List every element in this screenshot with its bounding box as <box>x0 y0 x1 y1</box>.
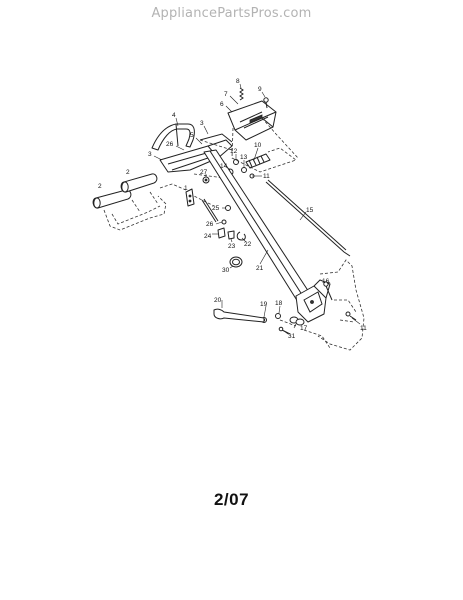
callout-23: 23 <box>228 243 236 250</box>
callout-22: 22 <box>244 241 252 248</box>
bolt-26 <box>201 198 219 223</box>
callout-31: 31 <box>288 333 296 340</box>
callout-6: 6 <box>220 101 224 108</box>
bracket-left <box>185 188 195 207</box>
callout-18: 18 <box>275 300 283 307</box>
bolt-16 <box>323 281 333 301</box>
clip-24 <box>217 227 226 239</box>
screw-31 <box>278 326 291 335</box>
shield-cover <box>227 100 277 141</box>
fastener-11b <box>345 311 357 321</box>
ring-30 <box>229 256 243 268</box>
spring-clip-22 <box>236 231 246 241</box>
callout-12: 12 <box>230 148 238 155</box>
frame-outline-dashed <box>279 259 365 351</box>
control-rod <box>265 179 351 257</box>
alignment-lines-upper <box>189 117 299 207</box>
callout-16: 16 <box>322 278 330 285</box>
spring-part <box>239 87 244 101</box>
callout-8: 8 <box>236 78 240 85</box>
callout-19: 19 <box>260 301 268 308</box>
hand-grip-left <box>92 189 132 209</box>
handlebar <box>151 123 195 151</box>
callout-14: 14 <box>220 163 228 170</box>
hand-grip-right <box>120 173 158 193</box>
fastener-26b <box>221 219 227 225</box>
callout-21: 21 <box>256 265 264 272</box>
screw-part <box>263 97 269 109</box>
washer-17 <box>289 316 305 326</box>
callout-27: 27 <box>200 169 208 176</box>
fastener-27 <box>202 176 210 184</box>
callout-labels: 8 9 7 6 4 3 5 26 3 10 12 13 14 11 27 2 2… <box>98 78 367 340</box>
callout-3-left: 3 <box>148 151 152 158</box>
callout-9: 9 <box>258 86 262 93</box>
callout-24: 24 <box>204 233 212 240</box>
callout-4: 4 <box>172 112 176 119</box>
callout-30: 30 <box>222 267 230 274</box>
watermark: AppliancePartsPros.com <box>151 6 312 21</box>
callout-11-lower: 11 <box>360 325 367 332</box>
callout-17: 17 <box>300 325 308 332</box>
callout-15: 15 <box>306 207 314 214</box>
leader-lines <box>153 83 361 335</box>
callout-5: 5 <box>190 132 194 139</box>
callout-26-lower: 26 <box>206 221 214 228</box>
callout-25: 25 <box>212 205 220 212</box>
date-code: 2/07 <box>213 490 250 509</box>
callout-2-right: 2 <box>126 169 130 176</box>
callout-2-left: 2 <box>98 183 102 190</box>
callout-10: 10 <box>254 142 262 149</box>
callout-3: 3 <box>200 120 204 127</box>
nut-18 <box>275 313 281 319</box>
fastener-25 <box>225 205 231 211</box>
callout-1: 1 <box>184 185 188 192</box>
callout-11: 11 <box>263 173 270 180</box>
clip-23 <box>227 230 235 240</box>
callout-20: 20 <box>214 297 222 304</box>
handlebar-outline-dashed <box>103 183 187 231</box>
control-lever <box>245 153 271 169</box>
shift-rod <box>213 308 265 323</box>
callout-7: 7 <box>224 91 228 98</box>
callout-26: 26 <box>166 141 174 148</box>
callout-13: 13 <box>240 154 248 161</box>
